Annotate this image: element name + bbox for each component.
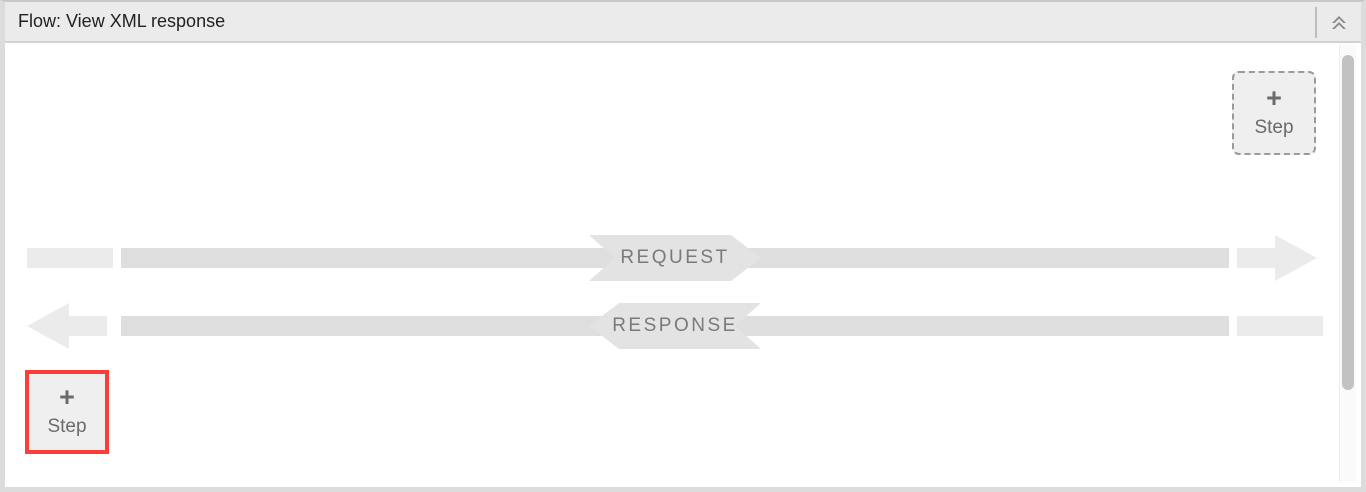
flow-row-request: REQUEST [5, 235, 1361, 281]
flow-canvas: + Step REQUEST RESPONSE + Step [5, 45, 1361, 487]
arrow-right-icon [1237, 235, 1317, 281]
panel-header: Flow: View XML response [5, 2, 1361, 43]
scrollbar-thumb[interactable] [1342, 55, 1354, 390]
vertical-scrollbar[interactable] [1339, 45, 1356, 482]
add-step-button-bottom[interactable]: + Step [25, 370, 109, 454]
request-label: REQUEST [620, 247, 730, 268]
header-divider [1315, 7, 1317, 38]
collapse-panel-button[interactable] [1322, 6, 1356, 39]
add-step-label: Step [47, 416, 87, 437]
request-banner: REQUEST [589, 235, 761, 281]
flow-row-response: RESPONSE [5, 303, 1361, 349]
response-banner: RESPONSE [589, 303, 761, 349]
request-left-stub [27, 248, 113, 268]
double-chevron-up-icon [1330, 13, 1348, 33]
response-right-stub [1237, 316, 1323, 336]
arrow-left-icon [27, 303, 107, 349]
response-label: RESPONSE [612, 315, 738, 336]
page-title: Flow: View XML response [18, 11, 226, 31]
plus-icon: + [1266, 83, 1282, 113]
add-step-label: Step [1254, 117, 1294, 138]
add-step-button-top[interactable]: + Step [1232, 71, 1316, 155]
plus-icon: + [59, 382, 75, 412]
